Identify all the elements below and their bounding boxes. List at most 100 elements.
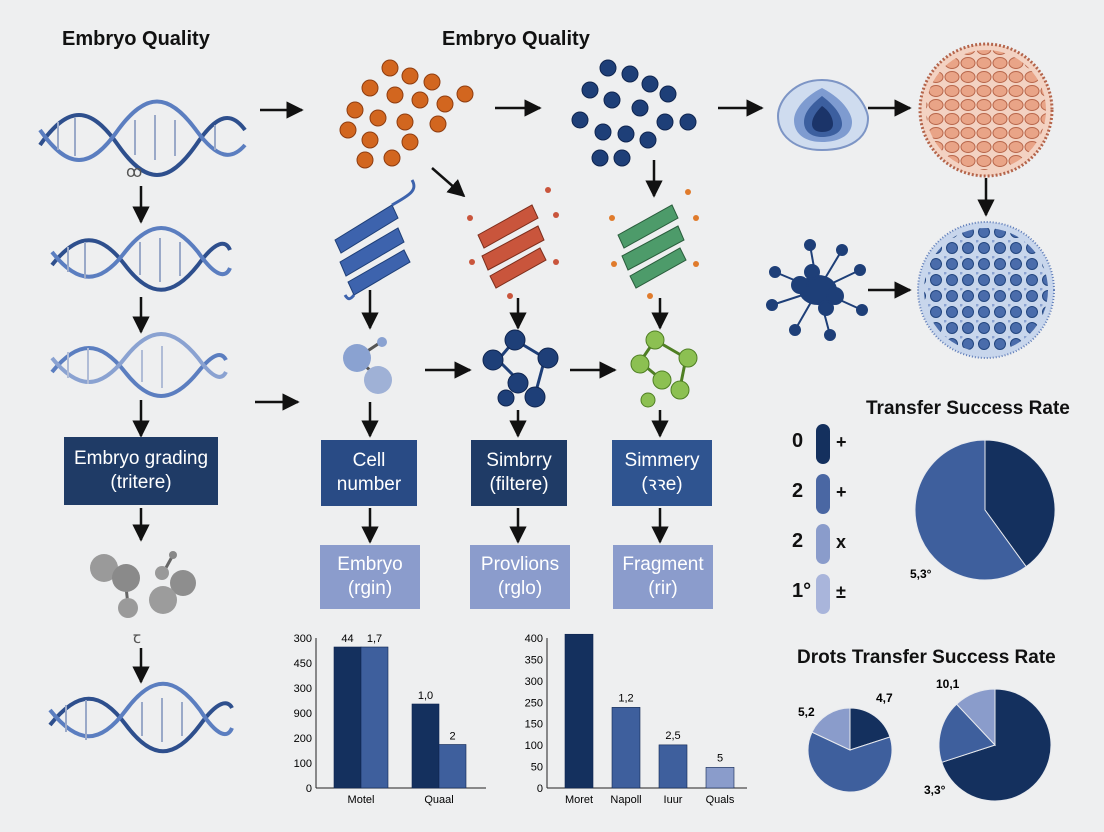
connector-glyph-icon: ꝏ <box>126 162 142 181</box>
pie-main-title: Transfer Success Rate <box>866 398 1070 419</box>
legend-item: 0+ <box>792 424 862 464</box>
blue-molecule-icon <box>571 59 697 167</box>
left-title: Embryo Quality <box>62 28 210 50</box>
box-line: (rglo) <box>497 578 543 599</box>
red-protein-icon <box>467 187 559 299</box>
bar <box>360 646 389 789</box>
y-tick-label: 450 <box>294 658 312 670</box>
legend-number: 1° <box>792 580 812 602</box>
pie-chart-small-2: 10,1 3,3° <box>924 677 1052 802</box>
legend-number: 0 <box>792 430 804 452</box>
bar-data-label: 1,0 <box>418 690 433 702</box>
legend-swatch <box>816 474 830 514</box>
y-tick-label: 250 <box>525 697 543 709</box>
box-line: number <box>336 474 402 495</box>
center-title: Embryo Quality <box>442 28 590 50</box>
cell-number-box: Cell number <box>321 440 417 506</box>
pie-data-label: 5,3° <box>910 567 932 581</box>
morula-icon <box>918 42 1054 178</box>
grey-blue-molecule-icon <box>343 337 392 394</box>
x-tick-label: Moret <box>565 794 593 806</box>
provlions-box: Provlions (rglo) <box>470 545 570 609</box>
embryo-grading-box: Embryo grading (tritere) <box>64 437 218 505</box>
legend-swatch <box>816 424 830 464</box>
pie-data-label: 5,2 <box>798 705 815 719</box>
legend-swatch <box>816 574 830 614</box>
spiky-molecule-icon <box>766 239 868 341</box>
x-tick-label: Quaal <box>424 794 453 806</box>
box-line: (tritere) <box>110 472 172 493</box>
y-tick-label: 400 <box>525 633 543 645</box>
bar-data-label: 2,5 <box>665 730 680 742</box>
box-line: (ꝛꝛe) <box>641 474 683 495</box>
bar <box>705 767 735 789</box>
box-line: Embryo grading <box>73 448 209 469</box>
pie-slice <box>938 703 996 763</box>
orange-molecule-icon <box>339 59 474 169</box>
box-line: Cell <box>352 450 386 471</box>
bar <box>658 744 688 789</box>
box-line: Simmery <box>624 450 700 471</box>
y-tick-label: 100 <box>525 740 543 752</box>
pie-data-label: 3,3° <box>924 783 946 797</box>
legend-item: 2+ <box>792 474 862 514</box>
simmery-box: Simmery (ꝛꝛe) <box>612 440 712 506</box>
dna-helix-icon <box>38 99 247 177</box>
pie-slice <box>984 439 1056 568</box>
box-line: (rir) <box>648 578 678 599</box>
y-tick-label: 0 <box>537 783 543 795</box>
x-tick-label: Napoll <box>610 794 641 806</box>
pie-slice <box>807 731 893 793</box>
legend-number: 2 <box>792 480 804 502</box>
pie-small-title: Drots Transfer Success Rate <box>797 647 1056 668</box>
pie-data-label: 10,1 <box>936 677 960 691</box>
legend-symbol: x <box>836 532 847 552</box>
box-line: Fragment <box>622 554 704 575</box>
dna-helix-icon <box>50 332 228 398</box>
box-line: (rgin) <box>347 578 393 599</box>
dna-helix-icon <box>50 226 232 292</box>
pie-chart-main: 5,3° <box>910 439 1056 581</box>
y-tick-label: 900 <box>294 708 312 720</box>
legend-number: 2 <box>792 530 804 552</box>
bar <box>564 633 594 789</box>
bar-chart-2-plot: 40035030025015010050041Moret1,2Napoll2,5… <box>525 619 747 806</box>
pie-slice <box>955 688 996 747</box>
bar <box>411 703 440 789</box>
bar <box>438 744 467 789</box>
bar-chart-2: 40035030025015010050041Moret1,2Napoll2,5… <box>515 619 755 810</box>
y-tick-label: 100 <box>294 758 312 770</box>
x-tick-label: Quals <box>706 794 735 806</box>
y-tick-label: 300 <box>294 683 312 695</box>
bar-data-label: 5 <box>717 752 723 764</box>
box-line: Embryo <box>337 554 403 575</box>
y-tick-label: 350 <box>525 654 543 666</box>
green-protein-icon <box>609 189 699 299</box>
bar-data-label: 44 <box>341 633 353 645</box>
navy-molecule-icon <box>482 329 559 408</box>
legend-item: 1°± <box>792 574 862 614</box>
bar-data-label: 2 <box>449 731 455 743</box>
green-molecule-icon <box>630 330 698 408</box>
bar-data-label: 1,7 <box>367 633 382 645</box>
y-tick-label: 300 <box>294 633 312 645</box>
bar <box>333 646 362 789</box>
legend-symbol: + <box>836 482 847 502</box>
fragment-box: Fragment (rir) <box>613 545 713 609</box>
pie-slice <box>941 688 1052 802</box>
y-tick-label: 300 <box>525 676 543 688</box>
y-tick-label: 200 <box>294 733 312 745</box>
x-tick-label: Motel <box>348 794 375 806</box>
legend-swatch <box>816 524 830 564</box>
box-line: Provlions <box>480 554 560 575</box>
bar <box>611 707 641 789</box>
pie-slice <box>914 439 1027 581</box>
oocyte-icon <box>776 78 870 152</box>
box-line: Simbrry <box>486 450 552 471</box>
pie-chart-small-1: 5,24,7 <box>798 691 893 793</box>
y-tick-label: 150 <box>525 719 543 731</box>
